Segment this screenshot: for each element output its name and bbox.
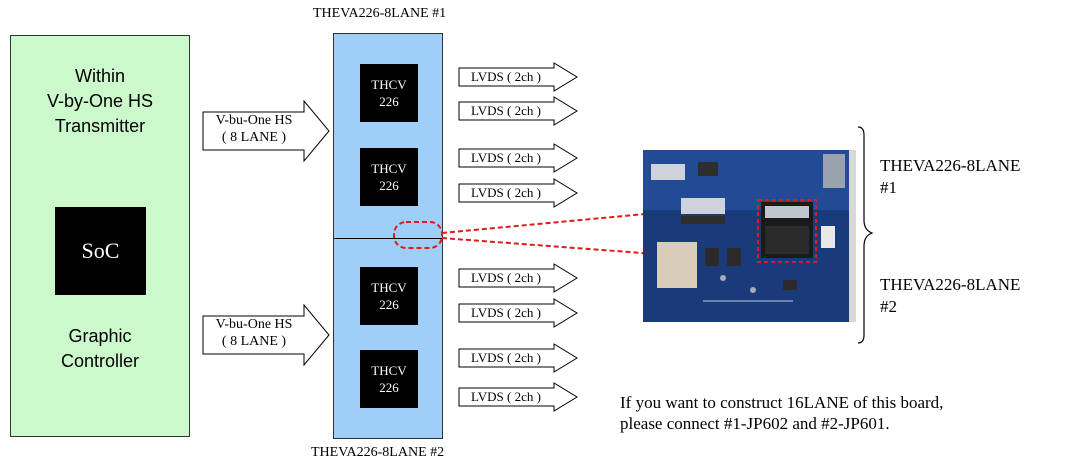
lvds-arrow-7: LVDS ( 2ch ) <box>458 343 580 373</box>
input-arrow-1-label: V-bu-One HS ( 8 LANE ) <box>204 112 304 146</box>
lvds-arrow-shape-2 <box>458 96 578 126</box>
board-label-bottom: THEVA226-8LANE #2 <box>311 445 445 460</box>
board-photo <box>643 150 856 322</box>
chip-4-line1: THCV <box>371 363 407 378</box>
construction-note-line1: If you want to construct 16LANE of this … <box>620 393 944 412</box>
lvds-arrow-5: LVDS ( 2ch ) <box>458 263 580 293</box>
lvds-arrow-label-6: LVDS ( 2ch ) <box>471 305 541 320</box>
input-arrow-2 <box>202 304 330 366</box>
board-label-top: THEVA226-8LANE #1 <box>313 6 447 21</box>
lvds-arrow-label-2: LVDS ( 2ch ) <box>471 103 541 118</box>
transmitter-label-line3: Transmitter <box>54 116 146 136</box>
lvds-arrow-label-8: LVDS ( 2ch ) <box>471 389 541 404</box>
lvds-arrow-label-3: LVDS ( 2ch ) <box>471 150 541 165</box>
bracket-left <box>857 126 874 344</box>
chip-4-line2: 226 <box>379 380 399 395</box>
chip-thcv226-4: THCV 226 <box>360 350 418 408</box>
lvds-arrow-1: LVDS ( 2ch ) <box>458 62 580 92</box>
chip-2-line1: THCV <box>371 161 407 176</box>
lvds-arrow-label-4: LVDS ( 2ch ) <box>471 185 541 200</box>
input-arrow-1-line2: ( 8 LANE ) <box>221 130 287 145</box>
construction-note: If you want to construct 16LANE of this … <box>620 392 943 434</box>
photo-label-top: THEVA226-8LANE #1 <box>880 155 1020 199</box>
chip-thcv226-1: THCV 226 <box>360 64 418 122</box>
lvds-arrow-shape-7 <box>458 343 578 373</box>
chip-3-line2: 226 <box>379 297 399 312</box>
bracket-group <box>857 126 874 344</box>
transmitter-label-line1: Within <box>74 66 125 86</box>
input-arrow-2-label: V-bu-One HS ( 8 LANE ) <box>204 316 304 350</box>
chip-1-line1: THCV <box>371 77 407 92</box>
lvds-arrow-shape-8 <box>458 382 578 412</box>
lvds-arrow-2: LVDS ( 2ch ) <box>458 96 580 126</box>
lvds-arrow-shape-1 <box>458 62 578 92</box>
photo-label-top-line2: #1 <box>880 178 897 197</box>
input-arrow-2-line1: V-bu-One HS <box>215 317 293 332</box>
board-divider-line <box>334 238 442 239</box>
lvds-arrow-shape-4 <box>458 178 578 208</box>
graphic-controller-block: Within V-by-One HS Transmitter SoC Graph… <box>10 35 190 437</box>
soc-chip: SoC <box>55 207 146 295</box>
input-arrow-1-line1: V-bu-One HS <box>215 113 293 128</box>
lvds-arrow-shape-6 <box>458 298 578 328</box>
lvds-arrow-6: LVDS ( 2ch ) <box>458 298 580 328</box>
input-arrow-1 <box>202 100 330 162</box>
lvds-arrow-shape-3 <box>458 143 578 173</box>
board-photo-illustration <box>643 150 856 322</box>
photo-label-bottom-line2: #2 <box>880 297 897 316</box>
graphic-controller-line1: Graphic <box>68 326 132 346</box>
photo-label-bottom: THEVA226-8LANE #2 <box>880 274 1020 318</box>
graphic-controller-line2: Controller <box>60 351 140 371</box>
jumper-highlight-board <box>393 221 443 249</box>
lvds-arrow-4: LVDS ( 2ch ) <box>458 178 580 208</box>
lvds-arrow-shape-5 <box>458 263 578 293</box>
photo-label-bottom-line1: THEVA226-8LANE <box>880 275 1021 294</box>
chip-thcv226-3: THCV 226 <box>360 267 418 325</box>
photo-label-top-line1: THEVA226-8LANE <box>880 156 1021 175</box>
chip-1-line2: 226 <box>379 94 399 109</box>
lvds-arrow-label-1: LVDS ( 2ch ) <box>471 69 541 84</box>
jumper-highlight-photo <box>757 199 817 263</box>
input-arrow-2-line2: ( 8 LANE ) <box>221 334 287 349</box>
chip-3-line1: THCV <box>371 280 407 295</box>
transmitter-label-line2: V-by-One HS <box>46 91 154 111</box>
lvds-arrow-8: LVDS ( 2ch ) <box>458 382 580 412</box>
chip-thcv226-2: THCV 226 <box>360 148 418 206</box>
lvds-arrow-label-5: LVDS ( 2ch ) <box>471 270 541 285</box>
chip-2-line2: 226 <box>379 178 399 193</box>
lvds-arrow-3: LVDS ( 2ch ) <box>458 143 580 173</box>
construction-note-line2: please connect #1-JP602 and #2-JP601. <box>620 414 890 433</box>
transmitter-label: Within V-by-One HS Transmitter <box>11 64 189 139</box>
board-block: THCV 226 THCV 226 THCV 226 THCV 226 <box>333 33 443 439</box>
soc-label: SoC <box>81 238 120 263</box>
lvds-arrow-label-7: LVDS ( 2ch ) <box>471 350 541 365</box>
graphic-controller-label: Graphic Controller <box>11 324 189 374</box>
